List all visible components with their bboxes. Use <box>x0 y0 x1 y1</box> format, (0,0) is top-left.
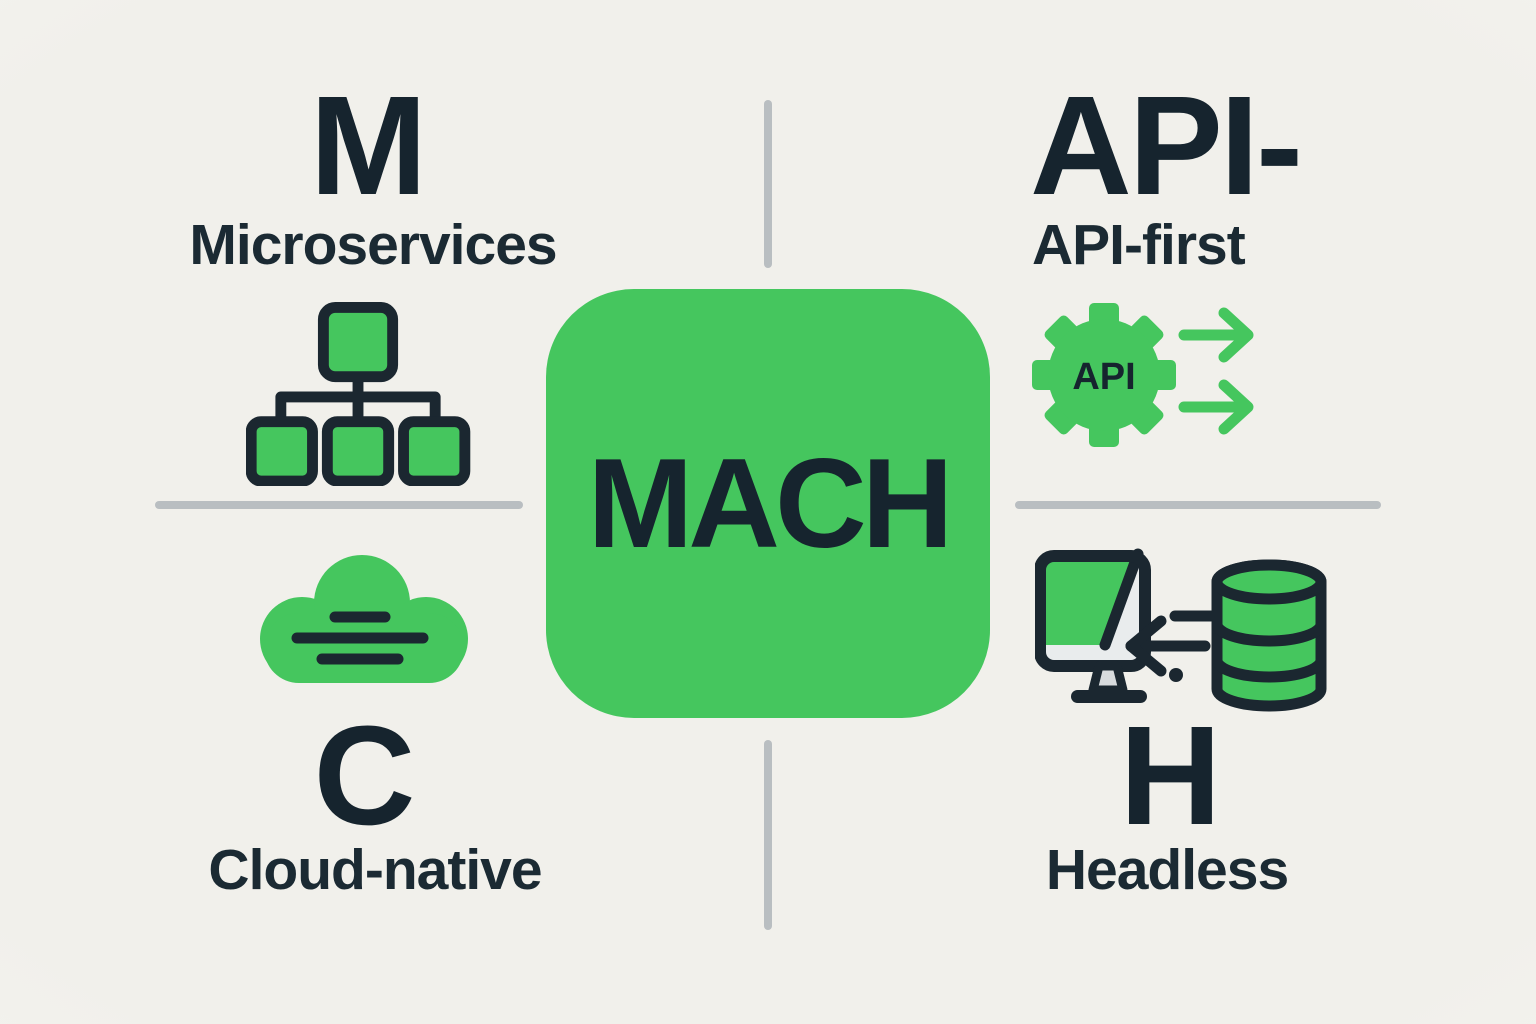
divider-vertical-top <box>764 100 772 268</box>
api-first-label: API-first <box>1032 213 1246 277</box>
arrow-dot <box>1169 668 1183 682</box>
divider-vertical-bottom <box>764 740 772 930</box>
headless-label: Headless <box>1045 838 1289 902</box>
arrow-left-icon <box>1125 610 1217 677</box>
monitor-database-icon <box>1035 548 1327 712</box>
microservices-label: Microservices <box>189 213 557 277</box>
double-arrow-right-icon <box>1178 307 1254 435</box>
cloud-native-letter: C <box>313 696 416 854</box>
cloud-icon <box>260 555 468 683</box>
mach-title: MACH <box>587 432 954 574</box>
microservices-letter: M <box>309 66 427 224</box>
mach-center-tile: MACH <box>546 289 990 718</box>
api-gear-icon: API <box>1032 303 1254 447</box>
hierarchy-icon <box>246 302 471 486</box>
cloud-native-label: Cloud-native <box>208 838 542 902</box>
api-first-letter: API- <box>1030 66 1303 224</box>
divider-horizontal-left <box>155 501 523 509</box>
headless-letter: H <box>1119 696 1222 854</box>
divider-horizontal-right <box>1015 501 1381 509</box>
api-gear-label: API <box>1072 356 1135 398</box>
database-icon <box>1211 559 1327 712</box>
monitor-icon <box>1035 548 1151 703</box>
